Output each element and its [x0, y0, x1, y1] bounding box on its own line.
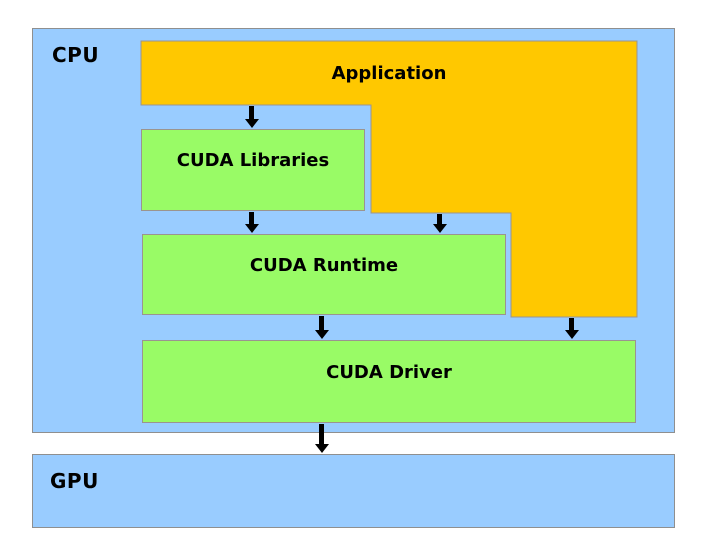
arrow-head-icon [245, 119, 259, 128]
application-polygon [140, 40, 638, 318]
arrow-shaft [249, 212, 254, 225]
cpu-label: CPU [52, 43, 100, 67]
arrow-head-icon [315, 330, 329, 339]
arrow-application-to-cuda-driver [565, 318, 579, 339]
arrow-shaft [437, 214, 442, 225]
cuda-libraries-label: CUDA Libraries [176, 150, 330, 171]
cuda-libraries-block: CUDA Libraries [141, 129, 365, 211]
cuda-driver-label: CUDA Driver [326, 361, 452, 383]
application-block [140, 40, 638, 318]
arrow-cuda-libraries-to-cuda-runtime [245, 212, 259, 233]
gpu-container [32, 454, 675, 528]
cuda-runtime-block: CUDA Runtime [142, 234, 506, 315]
arrow-application-to-cuda-libraries [245, 106, 259, 128]
arrow-cuda-driver-to-gpu [315, 424, 329, 453]
gpu-label: GPU [50, 469, 99, 493]
arrow-cuda-runtime-to-cuda-driver [315, 316, 329, 339]
arrow-shaft [319, 316, 324, 331]
cuda-runtime-label: CUDA Runtime [249, 254, 399, 276]
arrow-shaft [249, 106, 254, 120]
cuda-driver-block: CUDA Driver [142, 340, 636, 423]
arrow-head-icon [245, 224, 259, 233]
arrow-shaft [319, 424, 324, 445]
arrow-head-icon [565, 330, 579, 339]
arrow-head-icon [315, 444, 329, 453]
arrow-shaft [569, 318, 574, 331]
arrow-application-to-cuda-runtime [433, 214, 447, 233]
arrow-head-icon [433, 224, 447, 233]
application-label: Application [331, 62, 447, 84]
